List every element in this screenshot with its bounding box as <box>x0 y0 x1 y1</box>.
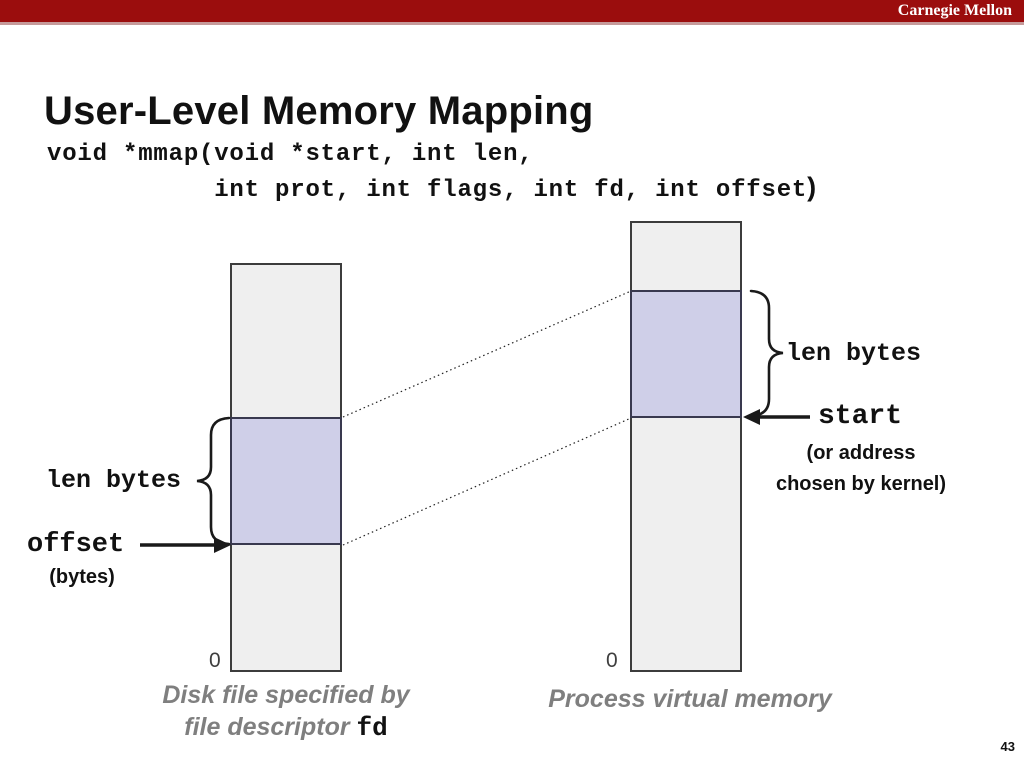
right-len-brace <box>749 289 784 418</box>
start-note-line2: chosen by kernel) <box>775 473 947 495</box>
code-line-1: void *mmap(void *start, int len, <box>47 141 534 168</box>
disk-caption-line1: Disk file specified by <box>162 681 410 709</box>
virtual-memory-column <box>630 221 742 672</box>
slide-title: User-Level Memory Mapping <box>44 88 594 133</box>
mapping-connector-top <box>342 290 632 418</box>
offset-label: offset <box>27 530 125 560</box>
code-closing-paren: ) <box>807 172 817 202</box>
left-len-brace <box>196 416 231 546</box>
start-label: start <box>818 401 903 432</box>
offset-arrow-head <box>214 537 231 553</box>
disk-caption-line2-text: file descriptor <box>184 713 357 741</box>
brand-logo-text: Carnegie Mellon <box>897 2 1012 19</box>
start-note: (or address chosen by kernel) <box>752 438 970 500</box>
vm-zero-label: 0 <box>606 649 618 672</box>
disk-zero-label: 0 <box>209 649 221 672</box>
offset-unit-label: (bytes) <box>49 566 115 588</box>
start-arrow-head <box>743 409 760 425</box>
disk-file-mapped-region <box>230 417 342 545</box>
vm-len-bytes-label: len bytes <box>786 339 922 368</box>
virtual-memory-mapped-region <box>630 290 742 418</box>
virtual-memory-caption: Process virtual memory <box>548 685 832 713</box>
start-note-line1: (or address <box>806 442 916 464</box>
disk-len-bytes-label: len bytes <box>46 466 182 495</box>
disk-caption-fd-code: fd <box>356 713 388 743</box>
code-line-2: int prot, int flags, int fd, int offset <box>47 177 808 204</box>
mapping-connector-bottom <box>342 417 632 546</box>
cmu-banner <box>0 0 1024 22</box>
code-block: void *mmap(void *start, int len, int pro… <box>47 138 816 207</box>
disk-file-caption: Disk file specified by file descriptor f… <box>130 679 442 744</box>
cmu-banner-underline <box>0 22 1024 25</box>
page-number: 43 <box>1000 739 1015 754</box>
